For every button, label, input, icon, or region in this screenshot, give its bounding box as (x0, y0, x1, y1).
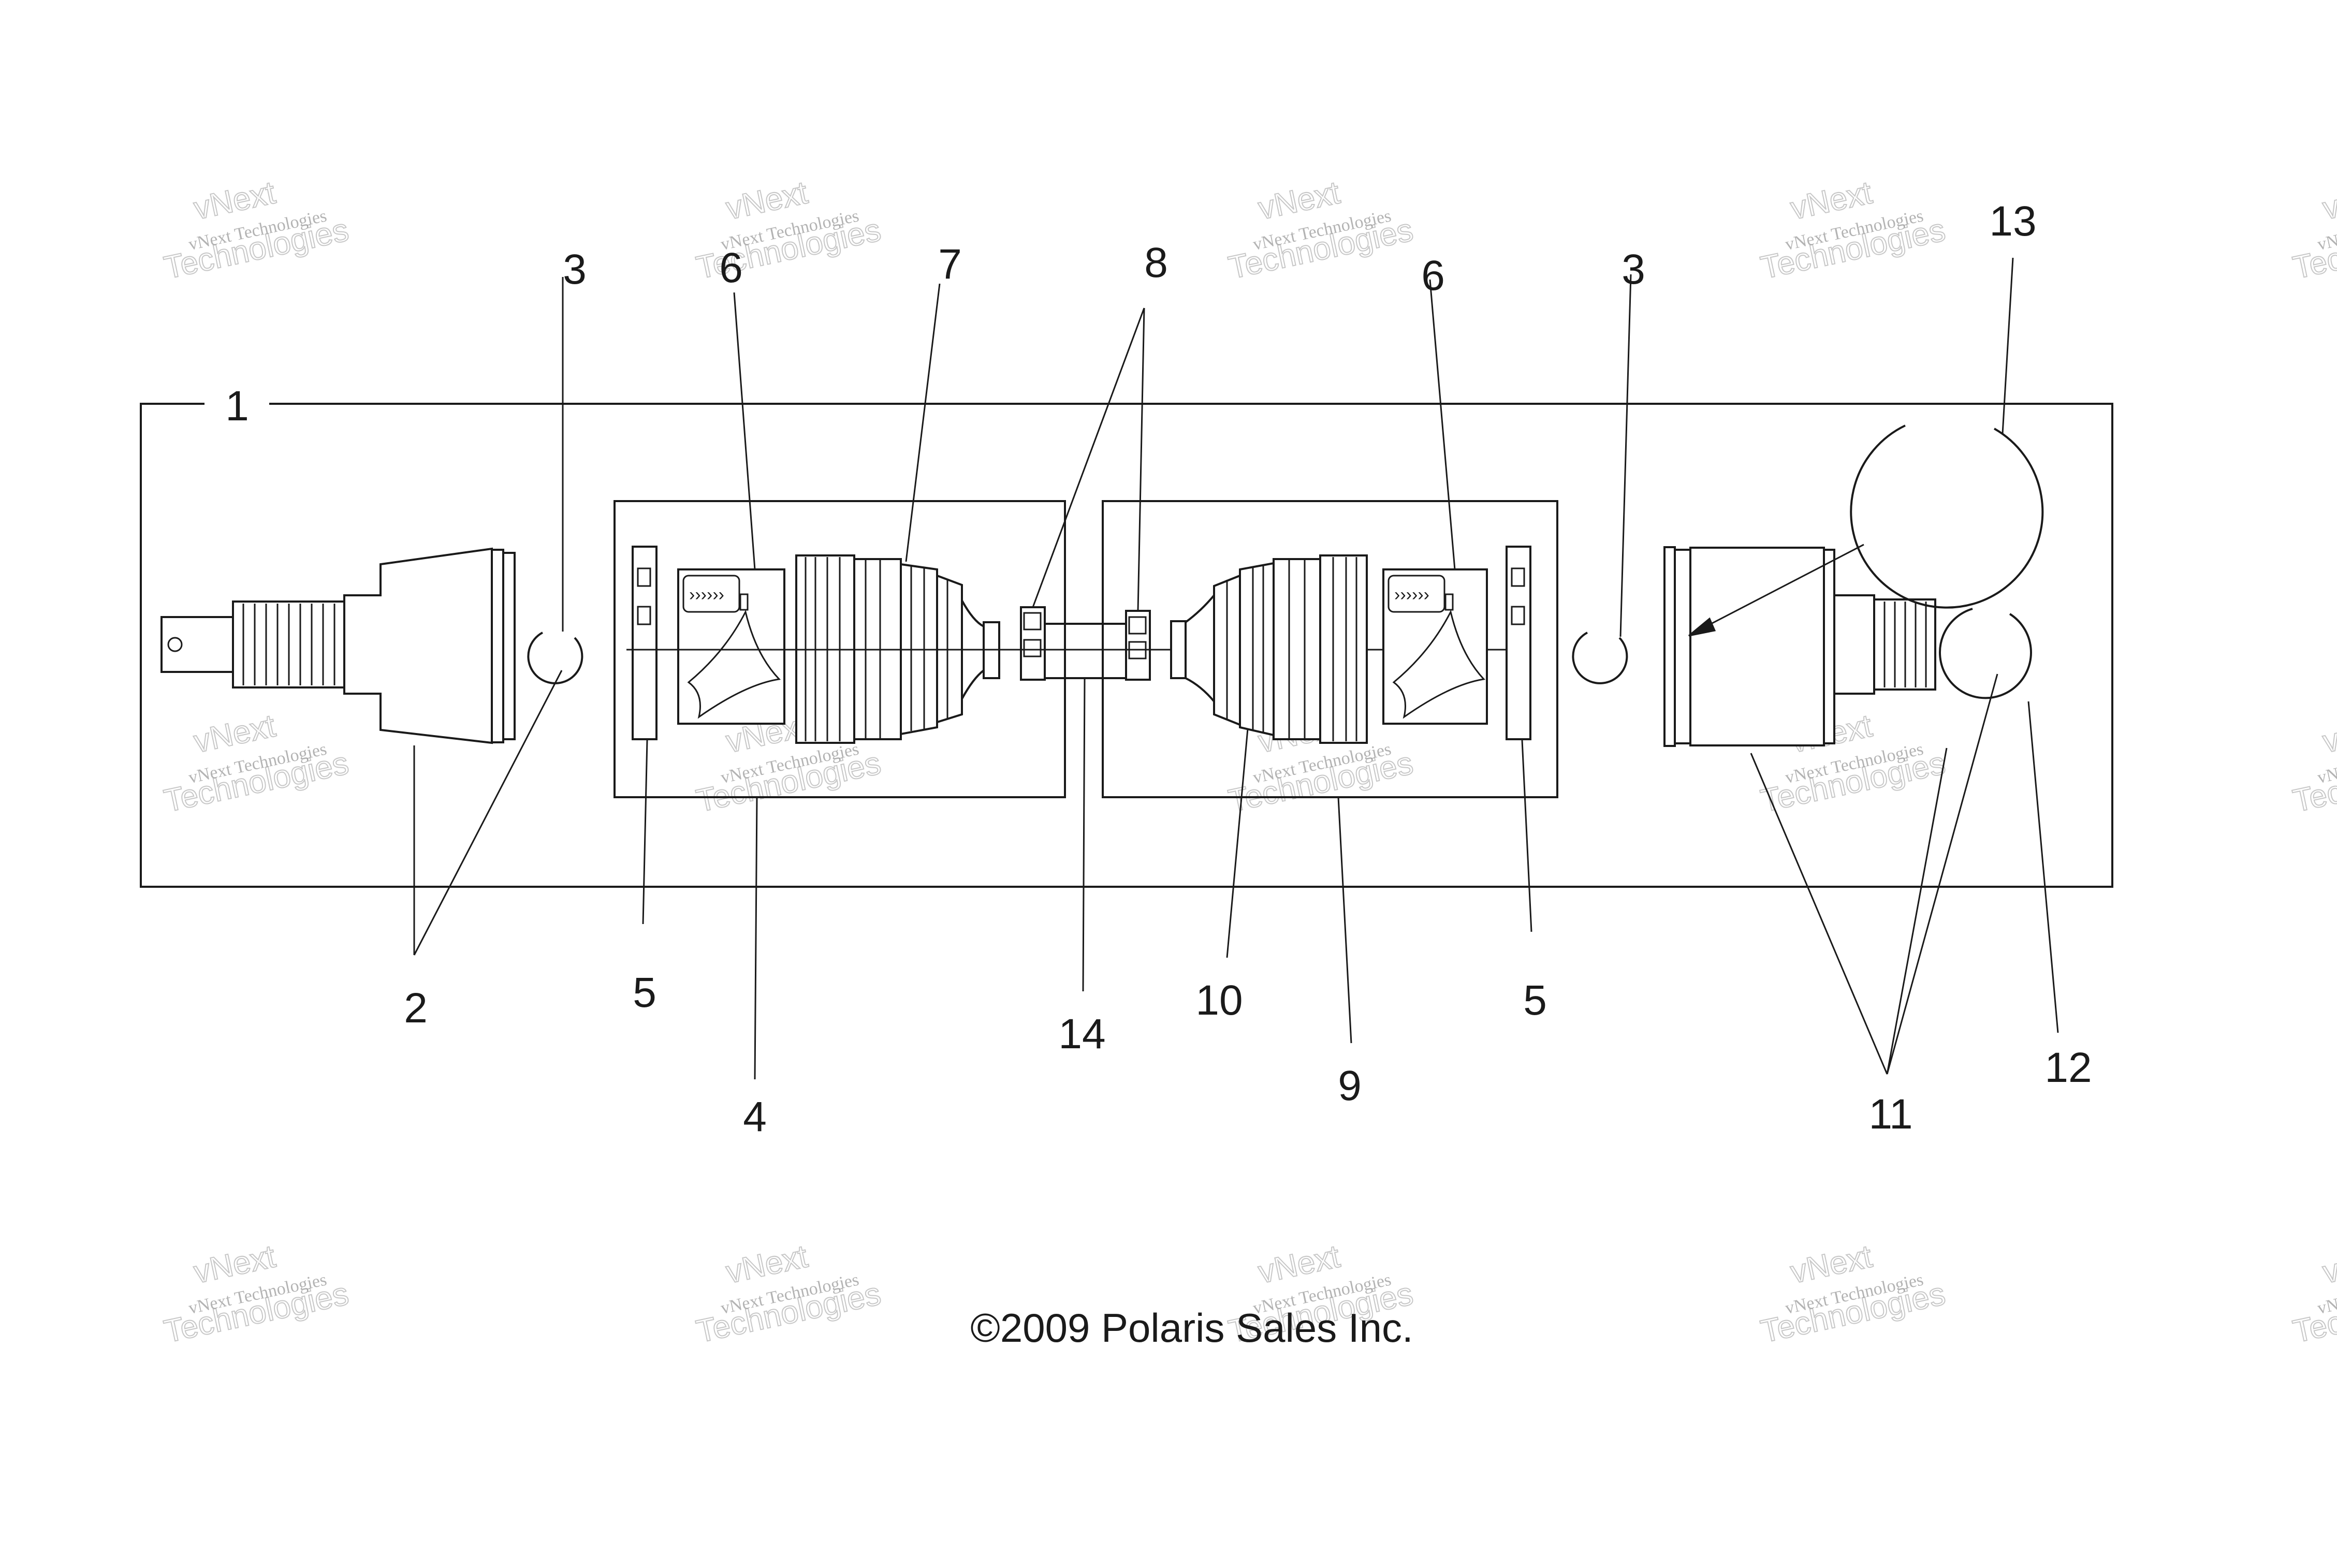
watermark-text: vNext (2320, 1238, 2337, 1290)
callout-1: 1 (225, 383, 249, 430)
callout-7: 7 (938, 241, 962, 288)
callout-11: 11 (1868, 1091, 1912, 1138)
callout-2: 2 (404, 985, 428, 1032)
axle-assembly-frame (140, 403, 2113, 888)
watermark-text: vNext (2320, 708, 2337, 759)
callout-3-right: 3 (1622, 246, 1645, 293)
copyright-notice: ©2009 Polaris Sales Inc. (970, 1305, 1413, 1351)
callout-5-right: 5 (1523, 977, 1547, 1024)
grease-pack-right: ›››››› (1382, 568, 1488, 725)
callout-6-left: 6 (719, 244, 743, 291)
callout-14: 14 (1058, 1010, 1105, 1058)
callout-13: 13 (1989, 198, 2036, 245)
callout-5-left: 5 (633, 969, 656, 1016)
cv-boot-outer (1170, 554, 1368, 744)
retaining-ring-large (1850, 424, 2044, 609)
callout-4: 4 (743, 1093, 767, 1140)
boot-clamp-left (632, 546, 658, 740)
leader-lines (413, 257, 2059, 1080)
cv-joint-inner (1663, 546, 1936, 747)
grease-pack-label: ›››››› (689, 585, 724, 605)
cv-joint-outer (160, 547, 516, 744)
callout-labels: 1 2 3 3 4 5 5 6 6 7 8 9 10 11 12 13 14 (225, 198, 2092, 1140)
callout-6-right: 6 (1421, 252, 1445, 299)
retaining-ring-small (1939, 608, 2032, 699)
snap-ring-right (1572, 632, 1628, 684)
grease-pack-label: ›››››› (1394, 585, 1429, 605)
callout-8: 8 (1144, 239, 1168, 286)
watermark-text: vNext (2320, 174, 2337, 226)
callout-10: 10 (1195, 977, 1243, 1024)
grease-pack-left: ›››››› (677, 568, 785, 725)
boot-clamp-right (1506, 546, 1531, 740)
callout-9: 9 (1338, 1062, 1362, 1109)
boot-band-clamps (1020, 606, 1151, 681)
snap-ring-left (527, 632, 583, 684)
callout-3-left: 3 (563, 246, 587, 293)
axle-shaft (626, 623, 1527, 679)
callout-12: 12 (2044, 1044, 2092, 1091)
